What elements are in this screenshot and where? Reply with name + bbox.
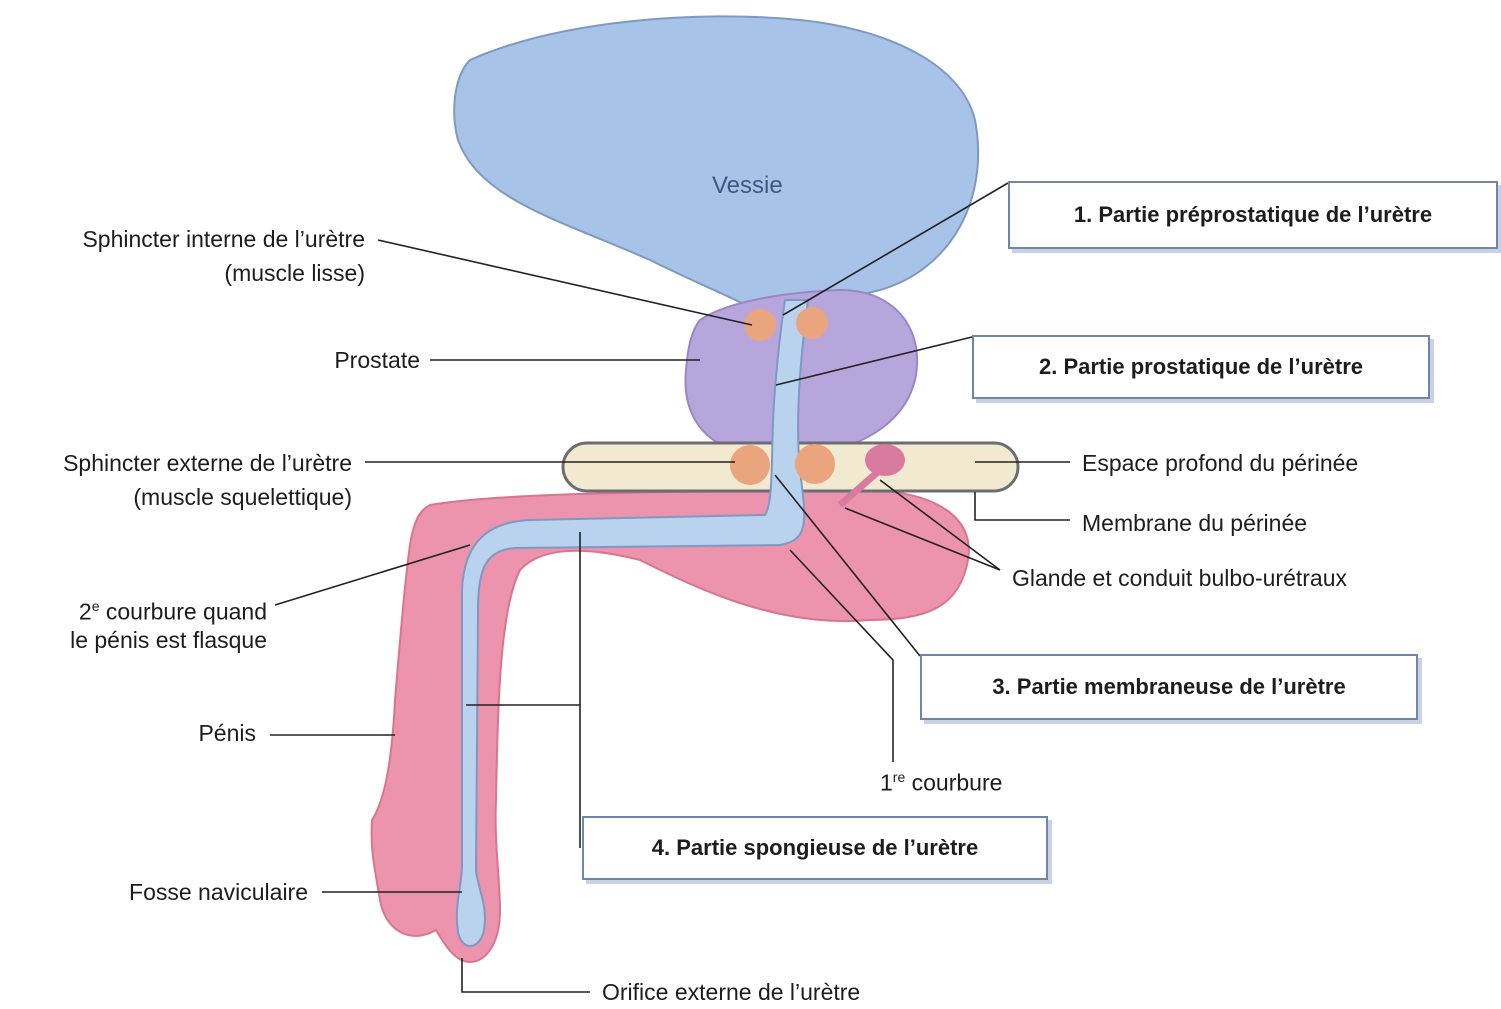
part3-label: 3. Partie membraneuse de l’urètre: [992, 674, 1345, 700]
part2-box: 2. Partie prostatique de l’urètre: [972, 335, 1430, 399]
external-sphincter-right: [795, 444, 835, 484]
bladder-label: Vessie: [712, 172, 783, 200]
deep-space-label: Espace profond du périnée: [1082, 446, 1358, 480]
part2-label: 2. Partie prostatique de l’urètre: [1039, 354, 1363, 380]
part1-label: 1. Partie préprostatique de l’urètre: [1074, 202, 1432, 228]
fossa-label: Fosse naviculaire: [129, 875, 308, 909]
part1-box: 1. Partie préprostatique de l’urètre: [1008, 181, 1498, 249]
leader-orifice: [462, 958, 590, 992]
external-sphincter-label-line1: Sphincter externe de l’urètre: [63, 446, 352, 480]
bladder-shape: [454, 16, 978, 318]
external-orifice-label: Orifice externe de l’urètre: [602, 975, 860, 1009]
leader-membrane: [975, 492, 1070, 520]
membrane-label: Membrane du périnée: [1082, 506, 1307, 540]
internal-sphincter-label-line1: Sphincter interne de l’urètre: [82, 222, 365, 256]
bulbourethral-gland: [865, 444, 905, 476]
part3-box: 3. Partie membraneuse de l’urètre: [920, 654, 1418, 720]
internal-sphincter-right: [796, 307, 828, 339]
external-sphincter-left: [730, 445, 770, 485]
first-curve-label: 1re courbure: [880, 760, 1002, 800]
external-sphincter-label-line2: (muscle squelettique): [133, 480, 352, 514]
part4-label: 4. Partie spongieuse de l’urètre: [652, 835, 978, 861]
prostate-label: Prostate: [334, 343, 420, 377]
second-curve-label-line2: le pénis est flasque: [70, 623, 267, 657]
penis-label: Pénis: [198, 716, 256, 750]
bulbo-gland-label: Glande et conduit bulbo-urétraux: [1012, 561, 1347, 595]
part4-box: 4. Partie spongieuse de l’urètre: [582, 816, 1048, 880]
internal-sphincter-label-line2: (muscle lisse): [224, 256, 365, 290]
